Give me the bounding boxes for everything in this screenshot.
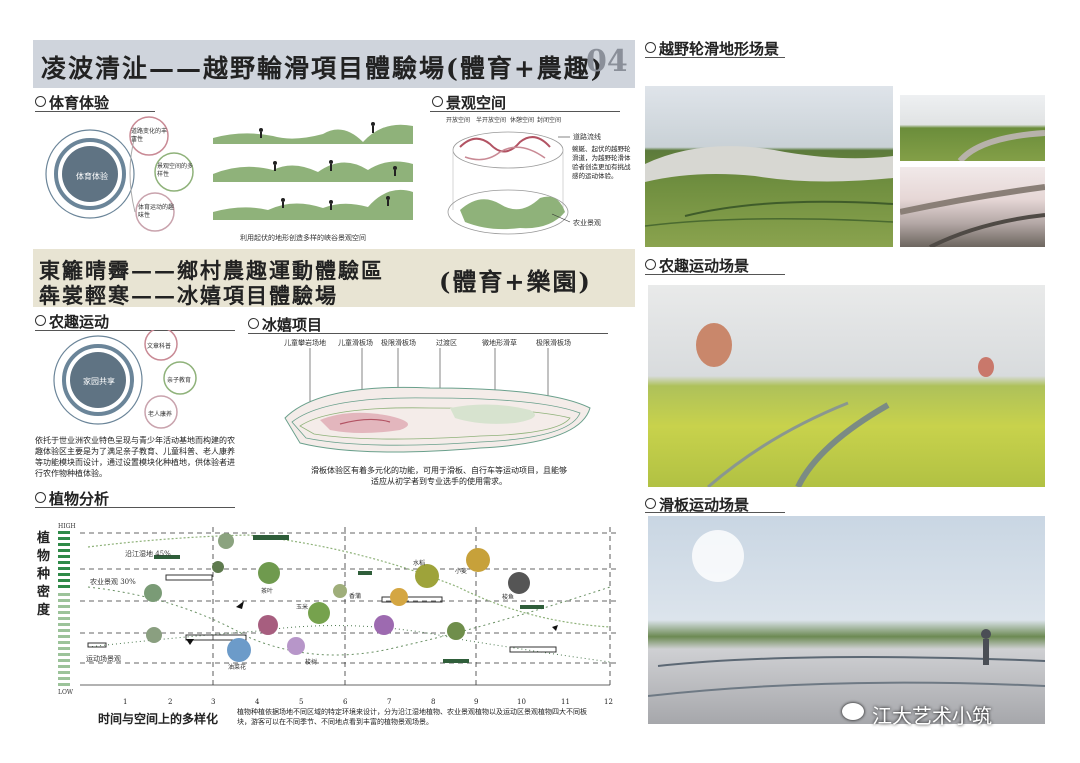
x-axis-label: 时间与空间上的多样化: [98, 712, 219, 726]
plant-name-cattail: 香蒲: [349, 593, 362, 600]
sports-circle-diagram: [45, 116, 194, 232]
watermark: 江大艺术小筑: [872, 704, 992, 728]
svg-text:4: 4: [255, 698, 260, 705]
divider: [35, 507, 235, 508]
y-axis-high: HIGH: [58, 523, 76, 530]
plant-name-wheat: 小麦: [455, 568, 468, 575]
svg-text:8: 8: [431, 698, 435, 705]
landscape-label-farm: 农业景观: [573, 219, 601, 227]
wechat-icon: [842, 703, 864, 720]
svg-text:7: 7: [387, 698, 391, 705]
ice-label-6: 极限滑板场: [536, 339, 571, 347]
section-heading-farm-scene: 农趣运动场景: [645, 255, 749, 276]
ice-description: 滑板体验区有着多元化的功能，可用于滑板、自行车等运动项目，且能够适应从初学者到专…: [311, 466, 567, 486]
plant-name-pickerel: 梭鱼: [502, 594, 515, 601]
plant-name-rice: 水稻: [413, 560, 426, 567]
farm-circle-label-1: 文章科普: [147, 343, 172, 350]
svg-text:2: 2: [168, 698, 172, 705]
title-banner: 凌波清沚——越野輪滑項目體驗場(體育+農趣) 04: [33, 40, 635, 88]
skate-scene-image: [648, 516, 1045, 724]
svg-text:6: 6: [343, 698, 348, 705]
ice-label-1: 儿童攀岩场地: [284, 339, 326, 347]
landscape-top-label-2: 半开放空间: [476, 117, 507, 124]
sports-caption: 利用起伏的地形创造多样的峡谷景观空间: [240, 234, 366, 242]
svg-text:3: 3: [211, 698, 215, 705]
section-heading-plant: 植物分析: [35, 488, 109, 509]
ice-label-2: 儿童滑板场: [338, 339, 373, 347]
landscape-space-diagram: [447, 131, 571, 235]
sports-circle-label-2: 景观空间的多样性: [157, 163, 194, 178]
section-heading-ice: 冰嬉项目: [248, 314, 322, 335]
sports-circle-label-3: 体育运动的趣味性: [138, 204, 175, 219]
landscape-top-label-4: 封闭空间: [537, 117, 562, 124]
y-axis-low: LOW: [58, 689, 74, 696]
section-heading-landscape: 景观空间: [432, 92, 506, 113]
terrain-scene-image-3: [900, 167, 1045, 247]
landscape-label-road: 道路流线: [573, 133, 601, 141]
svg-text:9: 9: [474, 698, 478, 705]
farm-circle-label-3: 老人康养: [148, 411, 173, 418]
farm-scene-image: [648, 285, 1045, 487]
svg-text:5: 5: [299, 698, 303, 705]
svg-text:12: 12: [604, 698, 613, 705]
farm-center-label: 家园共享: [83, 377, 115, 386]
divider: [645, 57, 785, 58]
svg-text:11: 11: [561, 698, 570, 705]
sports-circle-label-1: 道路变化的丰富性: [131, 128, 168, 143]
secondary-banner: 東籬晴霽——鄉村農趣運動體驗區 犇裳輕寒——冰嬉項目體驗場 (體育+樂園): [33, 249, 635, 308]
landscape-description: 蜿蜒、起伏的越野轮滑道，为越野轮滑体验者创造更加有挑战感的运动体验。: [572, 145, 631, 180]
ice-label-3: 极限滑板场: [381, 339, 416, 347]
farm-description: 依托于世业洲农业特色呈现与青少年活动基地而构建的农趣体验区主要是为了满足亲子教育…: [35, 436, 235, 478]
project-title: 凌波清沚——越野輪滑項目體驗場(體育+農趣): [41, 54, 605, 83]
svg-text:1: 1: [123, 698, 127, 705]
farm-circle-label-2: 亲子教育: [167, 377, 192, 384]
landscape-top-label-1: 开放空间: [446, 117, 471, 124]
annotation-agri: 农业景观 30%: [90, 578, 136, 586]
secondary-title-line2: 犇裳輕寒——冰嬉項目體驗場: [39, 283, 338, 308]
divider: [35, 111, 155, 112]
secondary-title-tag: (體育+樂園): [439, 267, 592, 296]
ice-skate-park-diagram: [284, 348, 591, 453]
sports-center-label: 体育体验: [76, 172, 108, 181]
section-heading-sports: 体育体验: [35, 92, 109, 113]
terrain-scene-main-image: [645, 86, 893, 247]
plant-name-rapeseed: 油菜花: [228, 664, 247, 671]
secondary-title-line1: 東籬晴霽——鄉村農趣運動體驗區: [39, 258, 384, 283]
divider: [248, 333, 608, 334]
page-number: 04: [586, 44, 628, 79]
svg-text:10: 10: [517, 698, 526, 705]
plant-description: 植物种植依据场地不同区域的特定环境来设计，分为沿江湿地植物、农业景观植物以及运动…: [237, 708, 587, 726]
section-heading-farm: 农趣运动: [35, 311, 109, 332]
divider: [430, 111, 620, 112]
landscape-top-label-3: 休憩空间: [510, 117, 535, 124]
terrain-scene-image-2: [900, 95, 1045, 161]
section-heading-skate-scene: 滑板运动场景: [645, 494, 749, 515]
terrain-profiles: [213, 122, 413, 220]
y-axis-label: 植物种密度: [37, 531, 51, 618]
plant-name-corn: 玉米: [296, 604, 309, 611]
divider: [645, 274, 785, 275]
farm-circle-diagram: [53, 330, 197, 429]
section-heading-terrain-scene: 越野轮滑地形场景: [645, 38, 779, 59]
annotation-sports: 运动场景观: [86, 655, 121, 663]
plant-name-tree: 梭树: [305, 659, 318, 666]
divider: [35, 330, 235, 331]
plant-name-tea: 茶叶: [261, 588, 274, 595]
ice-label-4: 过渡区: [436, 339, 457, 347]
divider: [645, 512, 785, 513]
annotation-wetland: 沿江湿地 45%: [125, 550, 171, 558]
ice-label-5: 微地形滑草: [482, 339, 517, 347]
